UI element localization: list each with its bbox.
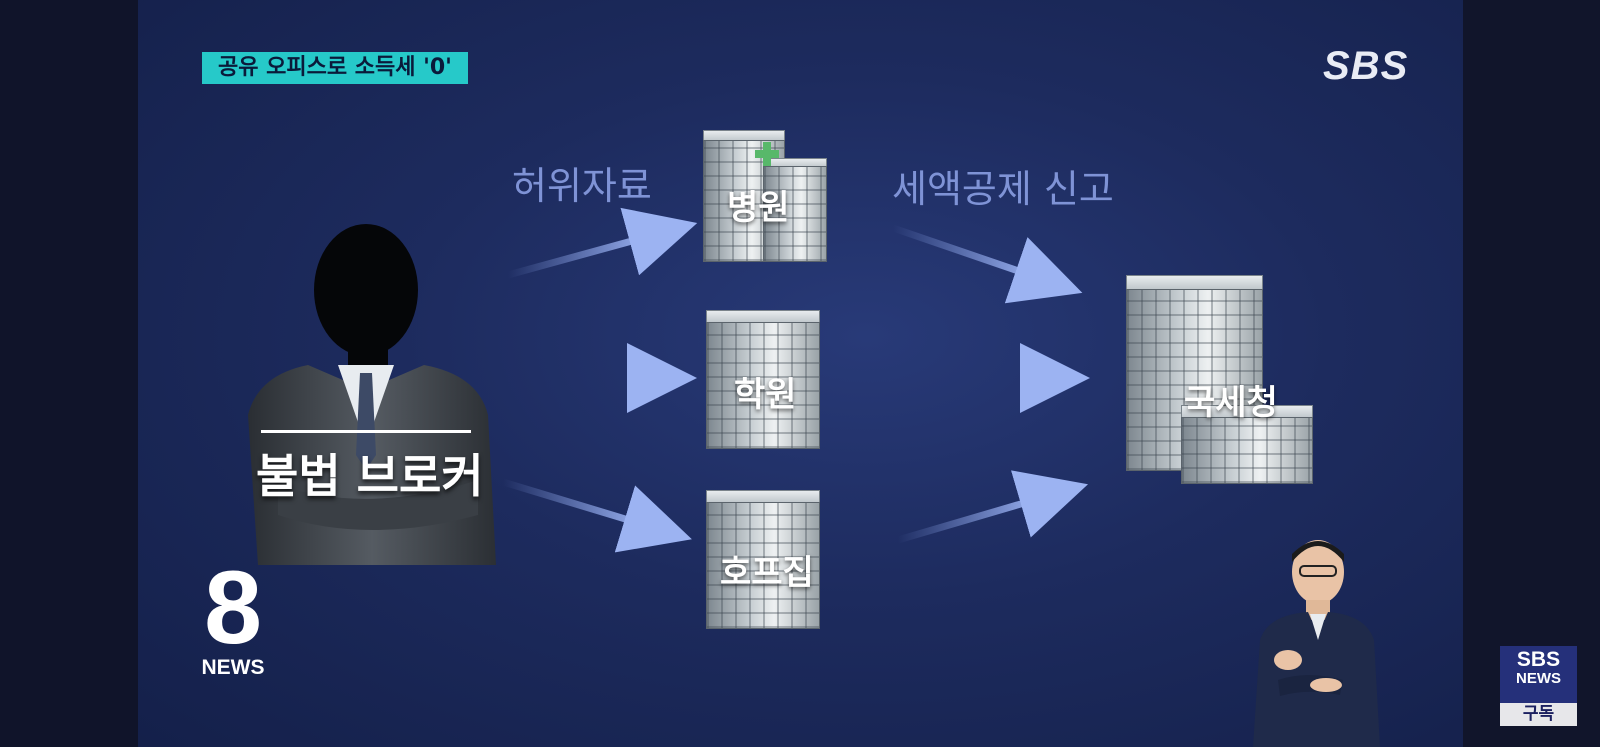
label-false-data: 허위자료 — [512, 164, 652, 208]
8-news-number: 8 — [204, 550, 262, 666]
tax-office-label: 국세청 — [1184, 383, 1278, 423]
broker-underline — [261, 430, 471, 433]
subscribe-badge[interactable]: SBS NEWS 구독 — [1500, 646, 1577, 726]
arrow-hospital-to-taxoffice — [891, 224, 1083, 304]
academy-building-icon — [706, 310, 821, 450]
label-tax-report: 세액공제 신고 — [892, 167, 1114, 211]
8-news-logo: 8 NEWS — [198, 550, 268, 680]
8-news-text: NEWS — [201, 656, 265, 679]
tax-office-building-icon — [1126, 275, 1316, 485]
broker-label: 불법 브로커 — [256, 449, 484, 503]
arrow-pub-to-taxoffice — [897, 470, 1089, 544]
pub-label: 호프집 — [720, 553, 814, 593]
subscribe-button[interactable]: 구독 — [1500, 703, 1577, 726]
news-caption: 공유 오피스로 소득세 '0' — [202, 52, 468, 84]
letterbox-left — [0, 0, 138, 747]
arrow-broker-to-hospital — [507, 207, 698, 279]
arrow-broker-to-pub — [501, 478, 692, 553]
sbs-logo: SBS — [1323, 44, 1409, 88]
subscribe-badge-sbs: SBS — [1516, 648, 1561, 671]
sign-language-interpreter-icon — [1253, 540, 1380, 747]
pub-building-icon — [706, 490, 821, 630]
academy-label: 학원 — [734, 375, 797, 415]
video-frame[interactable]: 공유 오피스로 소득세 '0' SBS 허위자료 세액공제 신고 — [138, 0, 1463, 747]
flow-arrows — [498, 207, 1090, 553]
hospital-building-icon — [703, 130, 833, 265]
broker-silhouette-icon — [248, 224, 496, 565]
hospital-label: 병원 — [727, 188, 790, 228]
letterbox-right — [1463, 0, 1600, 747]
subscribe-badge-news: NEWS — [1516, 670, 1561, 687]
